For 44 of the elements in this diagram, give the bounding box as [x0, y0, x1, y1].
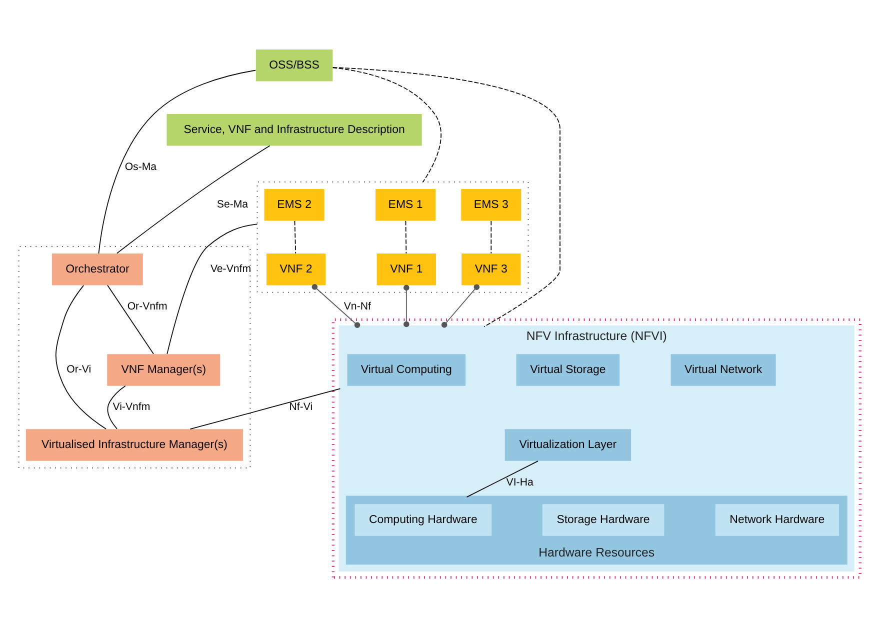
node-box: VNF 1 [376, 253, 436, 286]
node-box: Virtual Storage [516, 354, 620, 386]
connector [441, 284, 480, 328]
node-box: Orchestrator [52, 253, 143, 286]
edge-label: Vi-Vnfm [112, 401, 150, 414]
connector [312, 284, 360, 328]
node-box: Service, VNF and Infrastructure Description [166, 114, 422, 146]
node-box: VNF 3 [462, 253, 521, 286]
connector [190, 388, 341, 430]
node-box: Computing Hardware [354, 504, 492, 536]
connector [490, 220, 492, 254]
node-box: VNF 2 [266, 253, 326, 286]
edge-label: Or-Vi [66, 364, 92, 376]
connector [403, 284, 410, 328]
connector [56, 284, 107, 430]
node-box: VNF Manager(s) [107, 354, 220, 386]
edge-label: Vn-Nf [344, 300, 371, 313]
edge-label: Or-Vnfm [127, 300, 168, 313]
node-box: Virtual Network [670, 354, 776, 386]
node-box: Storage Hardware [542, 504, 664, 536]
edge-label: VI-Ha [506, 476, 534, 488]
connector [98, 70, 256, 254]
node-box: Virtual Computing [347, 354, 466, 386]
edge-label: Os-Ma [124, 161, 157, 174]
connector [332, 67, 560, 328]
edge-label: Nf-Vi [289, 401, 313, 414]
edge-label: Ve-Vnfm [210, 263, 252, 276]
connector [116, 145, 270, 254]
edge-label: Se-Ma [216, 198, 248, 211]
connector [166, 224, 258, 354]
node-box: Network Hardware [715, 504, 839, 536]
node-box: Virtualised Infrastructure Manager(s) [26, 429, 244, 461]
node-box: EMS 3 [461, 189, 522, 221]
connector [405, 220, 407, 254]
connector [107, 385, 126, 430]
connector [294, 220, 296, 254]
connector [107, 284, 154, 354]
cluster [18, 246, 251, 468]
connector [466, 460, 538, 498]
node-box: OSS/BSS [256, 50, 333, 82]
node-box: EMS 2 [264, 189, 324, 221]
connector [332, 67, 442, 182]
node-box: EMS 1 [376, 189, 436, 221]
node-box: Virtualization Layer [504, 429, 632, 461]
